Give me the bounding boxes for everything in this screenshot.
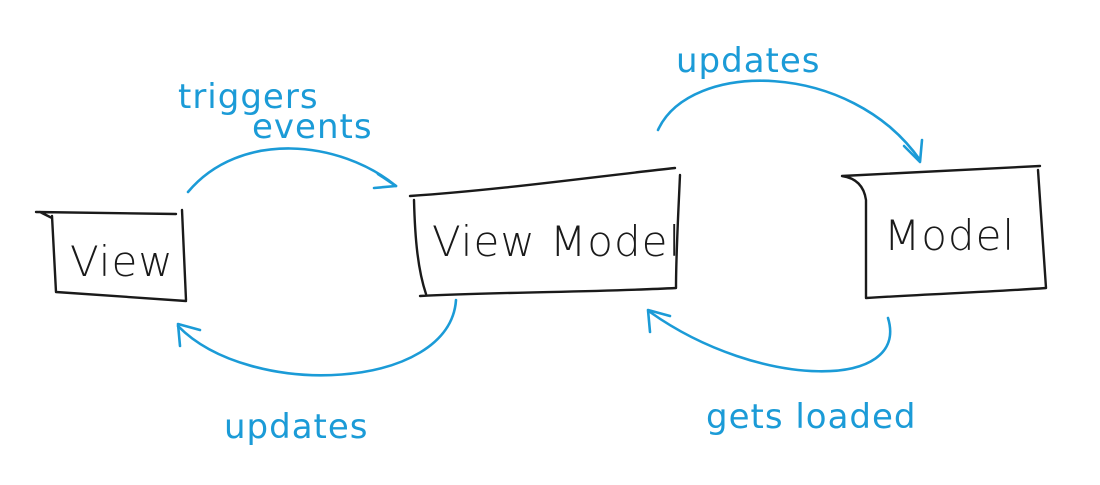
updates-model-label: updates	[676, 41, 821, 81]
gets-loaded-arrowhead	[646, 308, 672, 334]
updates-view-label: updates	[224, 407, 369, 447]
gets-loaded-arrow	[648, 310, 892, 373]
edge-viewmodel-to-view: updates	[176, 298, 458, 447]
view-model-label: View Model	[432, 217, 681, 266]
node-model: Model	[840, 164, 1048, 300]
edge-model-to-viewmodel: gets loaded	[646, 308, 917, 437]
gets-loaded-label: gets loaded	[706, 397, 917, 437]
updates-to-view-arrow	[176, 298, 458, 377]
edge-view-to-viewmodel: triggers events	[178, 77, 398, 194]
updates-to-model-arrowhead	[902, 138, 924, 164]
updates-to-model-arrow	[656, 79, 922, 162]
view-label: View	[70, 237, 174, 286]
updates-to-view-arrowhead	[176, 322, 202, 348]
triggers-events-arrow	[186, 147, 398, 194]
view-box	[34, 208, 188, 303]
node-view-model: View Model	[408, 166, 682, 298]
events-label: events	[252, 107, 373, 147]
edge-viewmodel-to-model: updates	[656, 41, 924, 164]
model-box	[840, 164, 1048, 300]
node-view: View	[34, 208, 188, 303]
view-model-box	[408, 166, 682, 298]
triggers-events-arrowhead	[372, 172, 398, 190]
triggers-label: triggers	[178, 77, 319, 117]
model-label: Model	[884, 211, 1015, 260]
